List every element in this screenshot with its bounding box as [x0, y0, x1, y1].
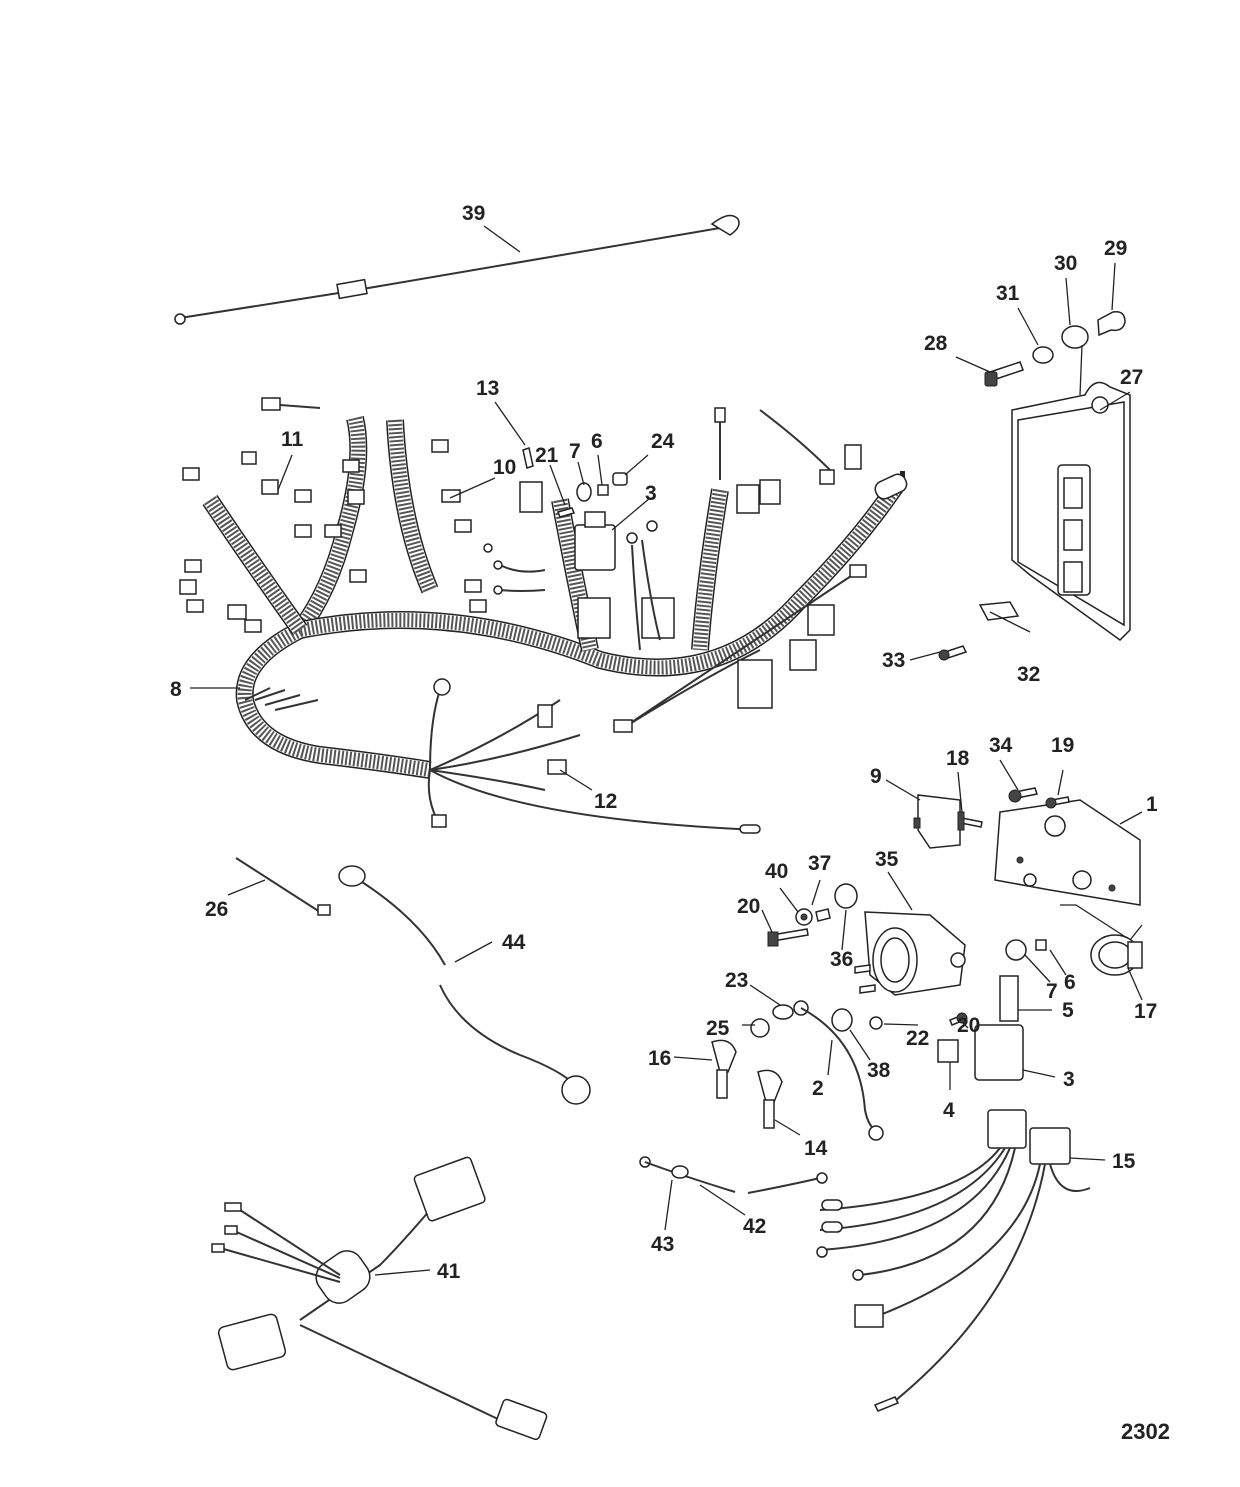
bracket-1: [994, 799, 1141, 906]
callout-38: 38: [867, 1059, 891, 1082]
callout-31: 31: [996, 282, 1020, 305]
adapter-harness-41: [211, 1156, 548, 1441]
solenoid-35: [854, 911, 966, 996]
callout-4: 4: [943, 1099, 955, 1122]
callout-1: 1: [1146, 793, 1158, 816]
callout-35: 35: [875, 848, 899, 871]
callout-44: 44: [502, 931, 526, 954]
callout-23: 23: [725, 969, 748, 992]
callout-13: 13: [476, 377, 499, 400]
figure-number: 2302: [1121, 1419, 1170, 1444]
callout-6: 6: [591, 430, 603, 453]
callout-36: 36: [830, 948, 853, 971]
callout-16: 16: [648, 1047, 671, 1070]
callout-29: 29: [1104, 237, 1127, 260]
callout-33: 33: [882, 649, 905, 672]
callout-39: 39: [462, 202, 485, 225]
callout-27: 27: [1120, 366, 1143, 389]
hardware-28-31: [984, 310, 1126, 387]
callout-6: 6: [1064, 971, 1076, 994]
boots-14-16: [711, 1039, 783, 1129]
callout-17: 17: [1134, 1000, 1157, 1023]
ecm-module: [1011, 381, 1131, 641]
callout-20: 20: [957, 1014, 980, 1037]
callout-41: 41: [437, 1260, 461, 1283]
callout-18: 18: [946, 747, 970, 770]
callout-32: 32: [1017, 663, 1040, 686]
leader-lines: [190, 225, 1143, 1276]
tie-strap-26: [235, 857, 331, 916]
callout-21: 21: [535, 444, 559, 467]
relay-3-lower: [937, 975, 1024, 1081]
callout-5: 5: [1062, 999, 1074, 1022]
callout-43: 43: [651, 1233, 674, 1256]
callout-11: 11: [281, 428, 304, 451]
callout-2: 2: [812, 1077, 824, 1100]
callout-40: 40: [765, 860, 788, 883]
screws-18-19-34: [957, 787, 1070, 831]
callout-25: 25: [706, 1017, 730, 1040]
callout-28: 28: [924, 332, 948, 355]
cable-39: [174, 214, 740, 325]
fuse-holder-9: [913, 794, 961, 849]
callout-24: 24: [651, 430, 675, 453]
callout-30: 30: [1054, 252, 1077, 275]
cable-42-43: [639, 1156, 828, 1194]
callout-26: 26: [205, 898, 228, 921]
cable-2: [793, 1000, 884, 1141]
callout-34: 34: [989, 734, 1013, 757]
callout-labels: 39 29 30 31 28 27 13 11 21 7 6 24 10 3 3…: [170, 202, 1170, 1444]
callout-7: 7: [1046, 980, 1058, 1003]
callout-8: 8: [170, 678, 182, 701]
cable-44: [338, 865, 591, 1105]
callout-37: 37: [808, 852, 831, 875]
callout-20: 20: [737, 895, 760, 918]
bracket-32-33: [938, 601, 1020, 661]
callout-7: 7: [569, 440, 581, 463]
relay-group-top: [483, 447, 661, 651]
callout-10: 10: [493, 456, 516, 479]
solenoid-hardware: [750, 883, 1047, 1038]
callout-15: 15: [1112, 1150, 1136, 1173]
callout-9: 9: [870, 765, 882, 788]
harness-15: [816, 1109, 1091, 1412]
callout-22: 22: [906, 1027, 929, 1050]
callout-19: 19: [1051, 734, 1074, 757]
clamp-17: [1090, 934, 1143, 976]
harness-connectors: [179, 407, 867, 834]
callout-42: 42: [743, 1215, 766, 1238]
callout-14: 14: [804, 1137, 828, 1160]
callout-12: 12: [594, 790, 617, 813]
callout-3: 3: [645, 482, 657, 505]
callout-3: 3: [1063, 1068, 1075, 1091]
